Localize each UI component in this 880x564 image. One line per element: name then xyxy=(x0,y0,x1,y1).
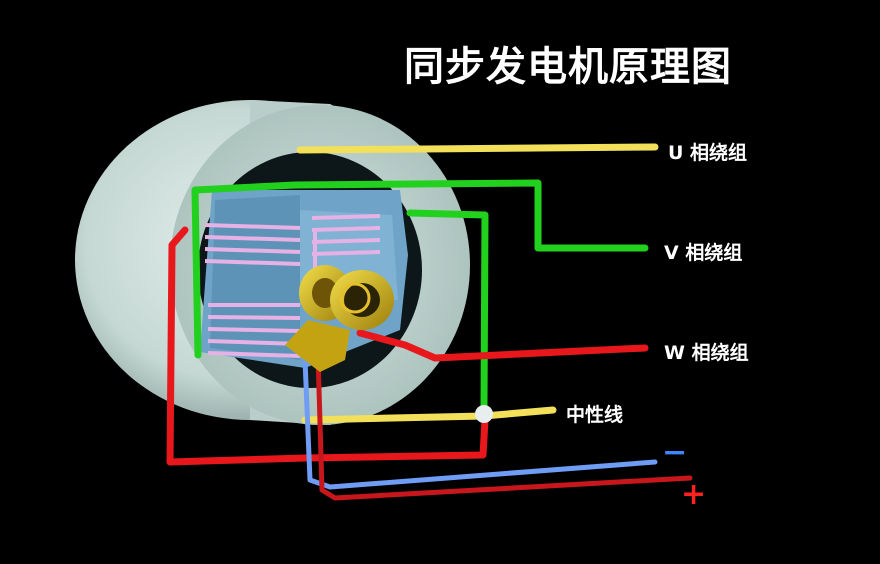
u-winding-label: U 相绕组 xyxy=(668,142,748,164)
dc-plus-lead xyxy=(315,352,693,501)
w-winding-label: W 相绕组 xyxy=(664,342,749,364)
plus-sign: + xyxy=(681,477,707,512)
v-winding-label: V 相绕组 xyxy=(664,242,743,264)
rotor-coil-right xyxy=(311,214,381,268)
u-phase-winding xyxy=(296,143,659,154)
diagram-title: 同步发电机原理图 xyxy=(404,44,732,90)
v-phase-winding xyxy=(191,179,649,409)
neutral-label: 中性线 xyxy=(566,404,624,426)
neutral-junction xyxy=(475,405,493,423)
rotor-coil-left xyxy=(204,223,301,358)
w-phase-winding xyxy=(166,226,649,466)
slip-rings xyxy=(285,265,394,372)
minus-sign: − xyxy=(662,435,688,470)
